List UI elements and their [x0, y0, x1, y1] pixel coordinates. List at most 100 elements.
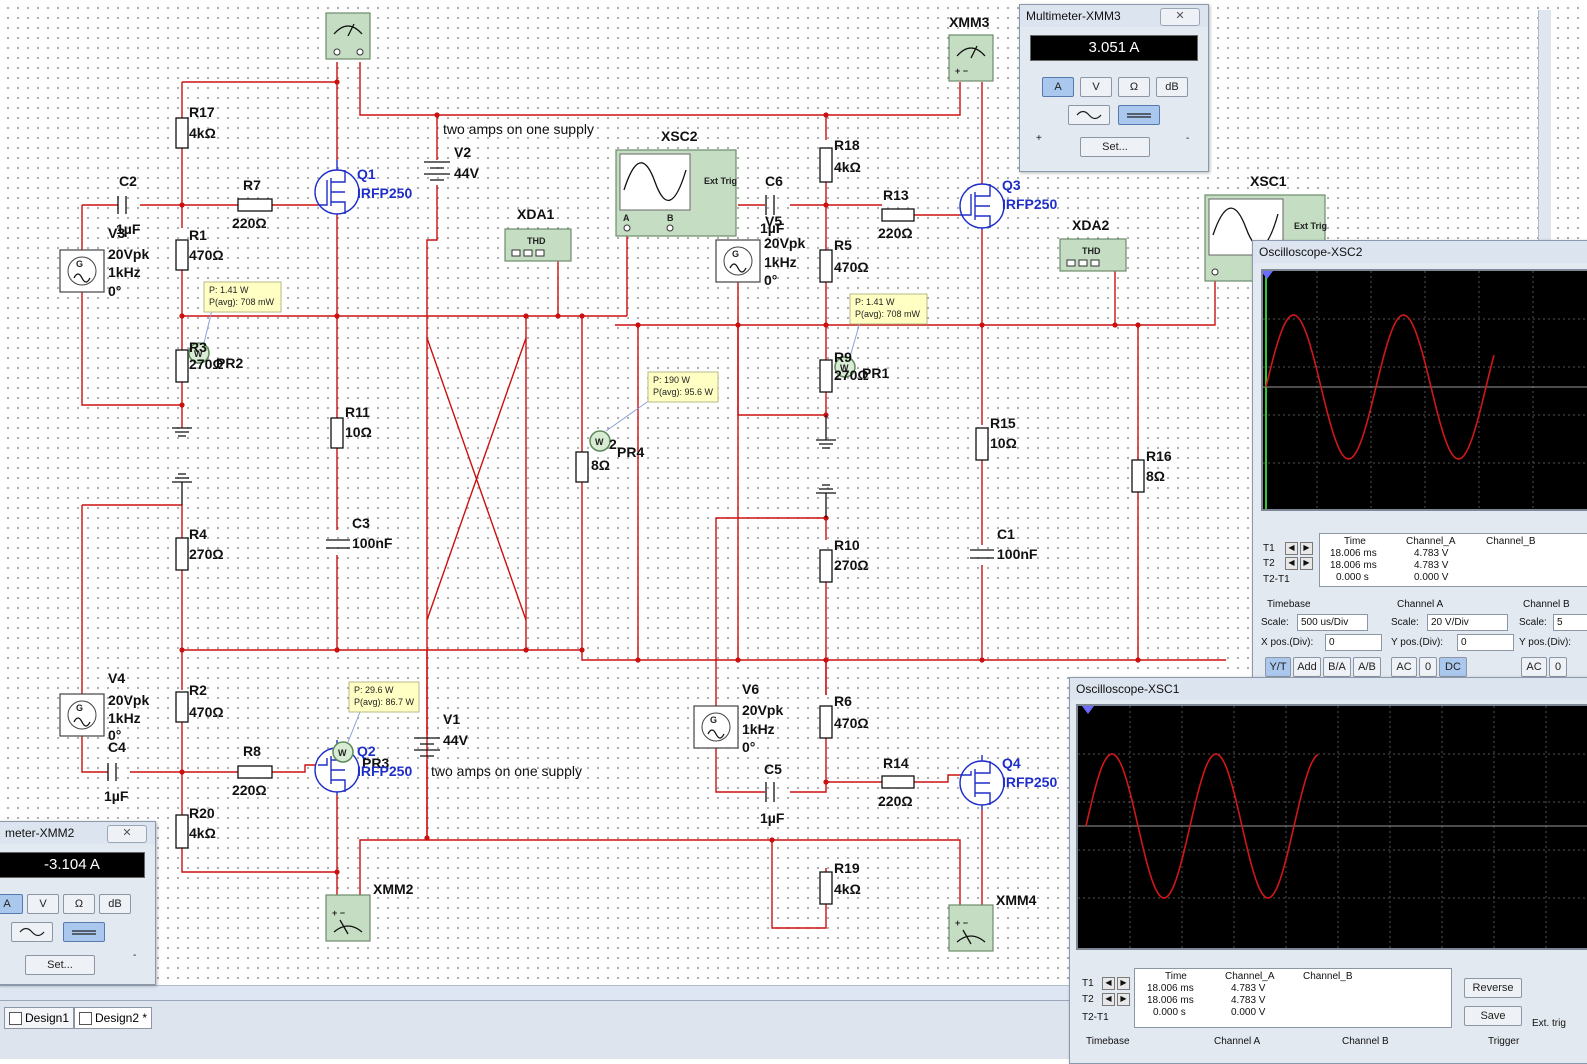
r20-value: 4kΩ: [189, 825, 216, 841]
tip-pr3-pavg: P(avg): 86.7 W: [354, 697, 415, 707]
c1-ref: C1: [997, 526, 1015, 542]
dc-sources[interactable]: [414, 161, 450, 757]
meter-xmm2[interactable]: + −: [325, 894, 371, 942]
channel-a-dc-button[interactable]: DC: [1439, 657, 1467, 677]
reverse-button[interactable]: Reverse: [1464, 978, 1522, 998]
capacitors[interactable]: [107, 195, 994, 802]
schematic-drawing[interactable]: G G G G + − + −: [0, 0, 1587, 985]
t2-label: T2: [1263, 558, 1275, 569]
t2-left-arrow[interactable]: ◀: [1102, 993, 1115, 1006]
mode-ohm-button[interactable]: Ω: [63, 894, 95, 914]
ac-mode-button[interactable]: [1068, 105, 1110, 125]
timebase-xpos-field[interactable]: 0: [1325, 634, 1382, 651]
r14-value: 220Ω: [878, 793, 913, 809]
r5-value: 470Ω: [834, 259, 869, 275]
channel-b-zero-button[interactable]: 0: [1549, 657, 1567, 677]
channel-a-title: Channel A: [1397, 599, 1444, 610]
mode-db-button[interactable]: dB: [99, 894, 131, 914]
xda2-label: THD: [1082, 246, 1101, 256]
pr4-digit: 2: [609, 436, 617, 452]
ac-mode-button[interactable]: [11, 922, 53, 942]
v5-amp: 20Vpk: [764, 235, 805, 251]
mode-ohm-button[interactable]: Ω: [1118, 77, 1150, 97]
tip-pr1-pavg: P(avg): 708 mW: [855, 309, 921, 319]
svg-text:+ −: + −: [955, 66, 968, 76]
t1-left-arrow[interactable]: ◀: [1102, 977, 1115, 990]
tab-design1[interactable]: Design1: [4, 1007, 75, 1029]
scope-screen: [1076, 704, 1587, 950]
save-button[interactable]: Save: [1464, 1006, 1522, 1026]
thd-xda1[interactable]: [504, 228, 572, 262]
t2-left-arrow[interactable]: ◀: [1285, 557, 1298, 570]
channel-b-scale-field[interactable]: 5: [1553, 614, 1587, 631]
vertical-scrollbar[interactable]: [1538, 10, 1551, 240]
r17-ref: R17: [189, 104, 215, 120]
c3-value: 100nF: [352, 535, 393, 551]
ac-sources[interactable]: G G G G: [59, 239, 761, 749]
header-channel-b: Channel_B: [1486, 536, 1536, 547]
r10-value: 270Ω: [834, 557, 869, 573]
set-button[interactable]: Set...: [1080, 137, 1150, 157]
set-button[interactable]: Set...: [25, 955, 95, 975]
scope-xsc2-symbol[interactable]: [615, 149, 737, 237]
mode-add-button[interactable]: Add: [1293, 657, 1321, 677]
t1-channel-a: 4.783 V: [1414, 548, 1449, 559]
t1-right-arrow[interactable]: ▶: [1117, 977, 1130, 990]
channel-b-title: Channel B: [1523, 599, 1570, 610]
close-button[interactable]: ✕: [1160, 8, 1200, 26]
close-button[interactable]: ✕: [107, 825, 147, 843]
r7-ref: R7: [243, 177, 261, 193]
t2-right-arrow[interactable]: ▶: [1117, 993, 1130, 1006]
r13-ref: R13: [883, 187, 909, 203]
meter-xmm4[interactable]: + −: [948, 904, 994, 952]
svg-text:G: G: [76, 703, 83, 713]
t2-label: T2: [1082, 994, 1094, 1005]
channel-a-scale-label: Scale:: [1391, 617, 1419, 628]
channel-a-zero-button[interactable]: 0: [1419, 657, 1437, 677]
r13-value: 220Ω: [878, 225, 913, 241]
tab-design2[interactable]: Design2 *: [74, 1007, 153, 1029]
channel-a-ac-button[interactable]: AC: [1391, 657, 1417, 677]
resistors[interactable]: [175, 117, 1145, 905]
xsc1-ref: XSC1: [1250, 173, 1287, 189]
r19-value: 4kΩ: [834, 881, 861, 897]
mode-db-button[interactable]: dB: [1156, 77, 1188, 97]
minus-terminal-label: -: [1186, 133, 1190, 144]
oscilloscope-xsc2-window[interactable]: Oscilloscope-XSC2 Time Channel_A Channel…: [1252, 240, 1587, 684]
timebase-scale-field[interactable]: 500 us/Div: [1297, 614, 1368, 631]
header-channel-a: Channel_A: [1406, 536, 1456, 547]
oscilloscope-xsc1-window[interactable]: Oscilloscope-XSC1 Time Channel_A Channel…: [1069, 677, 1587, 1064]
mode-v-button[interactable]: V: [1080, 77, 1112, 97]
mode-v-button[interactable]: V: [27, 894, 59, 914]
mode-a-button[interactable]: A: [0, 894, 23, 914]
multimeter-xmm2-window[interactable]: meter-XMM2 ✕ -3.104 A A V Ω dB - Set...: [0, 821, 156, 985]
t2t1-time: 0.000 s: [1336, 572, 1369, 583]
schematic-icon: [9, 1012, 22, 1025]
note-top: two amps on one supply: [443, 121, 594, 137]
dc-mode-button[interactable]: [1118, 105, 1160, 125]
mode-yt-button[interactable]: Y/T: [1265, 657, 1291, 677]
channel-a-scale-field[interactable]: 20 V/Div: [1427, 614, 1508, 631]
t1-right-arrow[interactable]: ▶: [1300, 542, 1313, 555]
mode-a-button[interactable]: A: [1042, 77, 1074, 97]
grounds: [172, 415, 836, 518]
c6-value: 1µF: [760, 220, 785, 236]
window-title: Oscilloscope-XSC1: [1070, 678, 1587, 700]
dc-mode-button[interactable]: [63, 922, 105, 942]
r18-ref: R18: [834, 137, 860, 153]
tip-pr2-p: P: 1.41 W: [209, 285, 249, 295]
note-bottom: two amps on one supply: [431, 763, 582, 779]
meter-xmm3[interactable]: + −: [948, 34, 994, 82]
mode-ab-button[interactable]: A/B: [1353, 657, 1381, 677]
meter-xmm1[interactable]: [325, 12, 371, 60]
multimeter-xmm3-window[interactable]: Multimeter-XMM3 ✕ 3.051 A A V Ω dB + - S…: [1019, 4, 1209, 172]
horizontal-scrollbar[interactable]: [0, 985, 1070, 1000]
thd-xda2[interactable]: [1059, 238, 1127, 272]
t1-left-arrow[interactable]: ◀: [1285, 542, 1298, 555]
channel-a-ypos-field[interactable]: 0: [1457, 634, 1514, 651]
svg-text:G: G: [710, 715, 717, 725]
mode-ba-button[interactable]: B/A: [1323, 657, 1351, 677]
t2-right-arrow[interactable]: ▶: [1300, 557, 1313, 570]
channel-b-ac-button[interactable]: AC: [1521, 657, 1547, 677]
power-probes[interactable]: [188, 309, 861, 763]
